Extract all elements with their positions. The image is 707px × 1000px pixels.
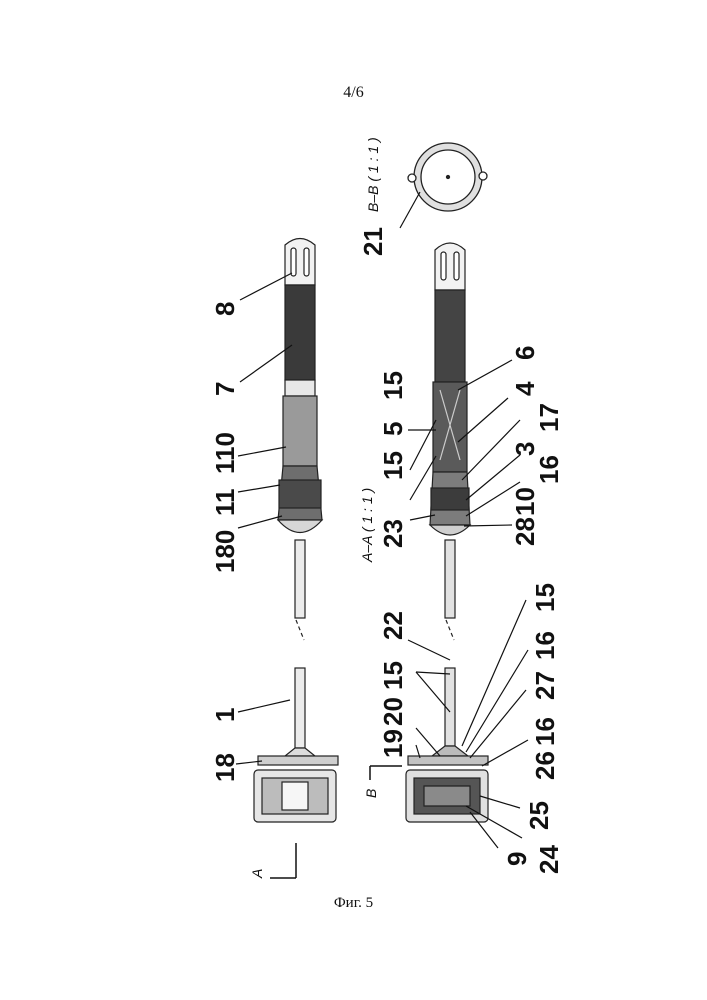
section-title-aa: A–A ( 1 : 1 ) <box>359 488 375 563</box>
label-15-c: 15 <box>530 583 560 612</box>
tip-slot <box>291 248 296 276</box>
label-11: 11 <box>210 489 240 517</box>
label-6: 6 <box>510 346 540 360</box>
label-22: 22 <box>378 611 408 640</box>
section-collar <box>431 488 469 510</box>
label-18: 18 <box>210 753 240 782</box>
label-24: 24 <box>534 845 564 874</box>
section-mark-b: B <box>363 789 379 798</box>
label-9: 9 <box>502 852 532 866</box>
shaft-flare <box>285 748 315 756</box>
label-15-b: 15 <box>378 451 408 480</box>
tip-slot <box>304 248 309 276</box>
label-16-c: 16 <box>530 717 560 746</box>
label-17: 17 <box>534 403 564 432</box>
section-neck <box>430 525 470 535</box>
device-external-view <box>254 239 338 823</box>
label-15-a: 15 <box>378 371 408 400</box>
label-10: 10 <box>510 487 540 516</box>
label-26: 26 <box>530 751 560 780</box>
label-16-a: 16 <box>534 455 564 484</box>
label-23: 23 <box>378 519 408 548</box>
label-110: 110 <box>210 432 240 474</box>
label-8: 8 <box>210 302 240 316</box>
break-line <box>296 620 304 640</box>
dark-sleeve <box>285 285 315 380</box>
device-tip <box>285 239 315 286</box>
label-5: 5 <box>378 422 408 436</box>
section-mark-a: A <box>249 869 265 879</box>
section-tip <box>435 243 465 290</box>
flange <box>258 756 338 765</box>
label-3: 3 <box>510 442 540 456</box>
figure-caption: Фиг. 5 <box>0 895 707 912</box>
section-title-bb: B–B ( 1 : 1 ) <box>365 137 381 212</box>
label-180: 180 <box>210 530 240 573</box>
label-15-d: 15 <box>378 661 408 690</box>
cap-core <box>282 782 308 810</box>
label-28: 28 <box>510 517 540 546</box>
section-break-line <box>446 620 454 640</box>
label-25: 25 <box>524 801 554 830</box>
label-7: 7 <box>210 382 240 396</box>
body-section <box>283 396 317 466</box>
label-21: 21 <box>358 227 388 256</box>
section-bb-view <box>408 143 487 211</box>
section-arrow-b <box>370 766 402 780</box>
label-4: 4 <box>510 381 540 396</box>
shaft-upper <box>295 540 305 618</box>
label-1: 1 <box>210 708 240 722</box>
section-arrow-a <box>270 843 296 878</box>
body-collar <box>279 480 321 508</box>
label-16-b: 16 <box>530 631 560 660</box>
section-flare <box>432 746 468 756</box>
section-cap-core <box>424 786 470 806</box>
section-tip-slot <box>441 252 446 280</box>
section-sleeve <box>435 290 465 382</box>
top-labels: 8 7 110 11 180 1 18 <box>210 302 240 782</box>
label-19: 19 <box>378 729 408 758</box>
label-27: 27 <box>530 671 560 700</box>
section-shaft-upper <box>445 540 455 618</box>
shaft-lower <box>295 668 305 748</box>
section-tip-slot <box>454 252 459 280</box>
body-neck <box>278 520 322 533</box>
body-section <box>285 380 315 396</box>
label-20: 20 <box>378 697 408 726</box>
